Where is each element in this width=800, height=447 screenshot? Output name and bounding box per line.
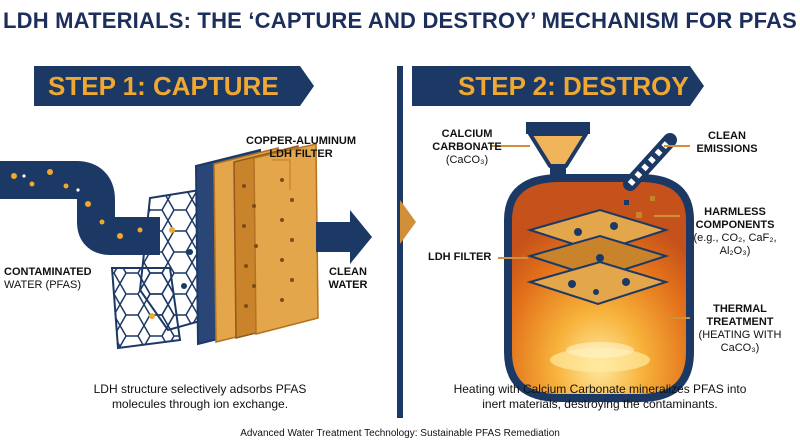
clean-water-label: CLEAN WATER [328,266,368,291]
ldh-filter-panels [194,143,319,346]
thermal-treatment-label: THERMAL TREATMENT (HEATING WITH CaCO₃) [698,303,782,354]
emissions-pipe [623,133,677,191]
footer: Advanced Water Treatment Technology: Sus… [240,428,560,439]
step1-caption: LDH structure selectively adsorbs PFAS m… [93,382,307,411]
step2-heading: STEP 2: DESTROY [458,71,689,101]
ldh-filter-label: LDH FILTER [428,251,492,263]
step1-heading: STEP 1: CAPTURE [48,71,279,101]
filter-label: COPPER-ALUMINUM LDH FILTER [246,135,356,160]
clean-water-arrow [316,210,372,264]
step2-banner [412,66,704,106]
step1-banner [34,66,314,106]
calcium-carbonate-label: CALCIUM CARBONATE (CaCO₃) [432,128,502,166]
reactor-filter-stack [526,196,670,306]
inlet-pipe [0,161,160,255]
step2-caption: Heating with Calcium Carbonate mineraliz… [453,382,747,411]
clean-emissions-label: CLEAN EMISSIONS [696,130,758,155]
harmless-components-label: HARMLESS COMPONENTS (e.g., CO₂, CaF₂, Al… [693,206,777,257]
filter-leader [272,159,291,190]
page-title: LDH MATERIALS: THE ‘CAPTURE AND DESTROY’… [2,8,798,33]
divider-arrow [400,200,416,244]
contaminated-water-label: CONTAMINATED WATER (PFAS) [4,266,92,291]
